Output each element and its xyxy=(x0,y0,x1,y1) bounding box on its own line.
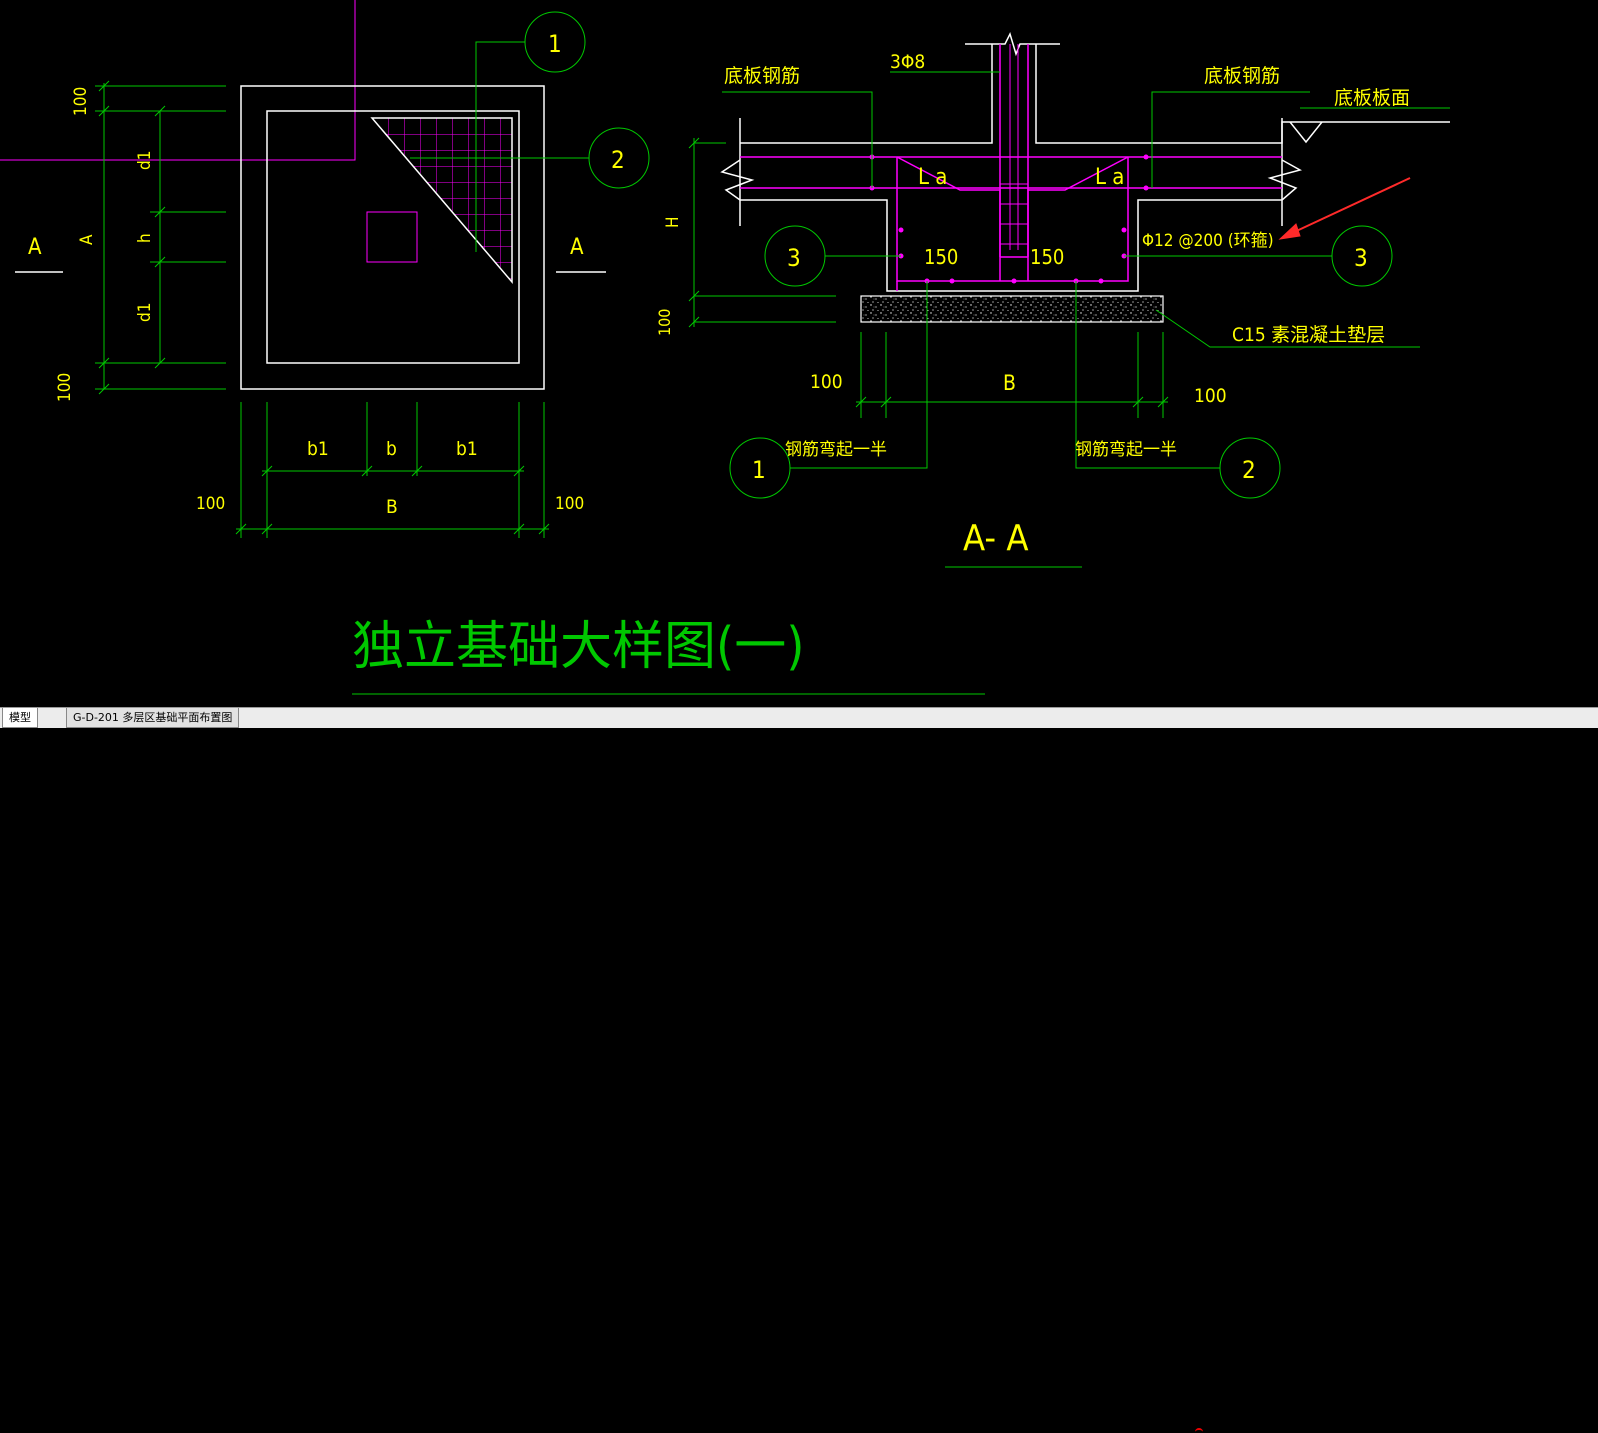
label-slab-top: 底板板面 xyxy=(1334,87,1410,109)
dim-100-left-section: 100 xyxy=(810,371,843,393)
dim-150-right: 150 xyxy=(1030,245,1064,269)
red-mark xyxy=(1195,1428,1203,1433)
dim-B-plan: B xyxy=(386,496,398,518)
la-right: L a xyxy=(1095,165,1124,190)
dim-b: b xyxy=(386,438,397,460)
callout-2-circle xyxy=(588,127,650,189)
break-line-right xyxy=(1267,159,1302,201)
dim-100-top: 100 xyxy=(71,87,91,116)
dim-A: A xyxy=(77,234,97,245)
dim-h: h xyxy=(135,233,155,243)
footing-section-outline xyxy=(740,199,1282,292)
break-line-left xyxy=(720,159,755,201)
la-left: L a xyxy=(918,165,947,190)
slab-top-left xyxy=(740,44,993,144)
rebar-section-dots xyxy=(869,154,1149,284)
plan-horizontal-dimensions xyxy=(235,402,550,538)
dim-100-left-plan: 100 xyxy=(196,494,225,514)
callout-1-section-circle xyxy=(729,437,791,499)
dim-H: H xyxy=(663,216,683,228)
dim-100-right-plan: 100 xyxy=(555,494,584,514)
column-axis-line xyxy=(0,0,356,161)
callout-3-left-circle xyxy=(764,225,826,287)
bend-note-left: 钢筋弯起一半 xyxy=(785,440,887,460)
dim-d1-bottom: d1 xyxy=(135,303,155,322)
c15-bedding-layer xyxy=(860,295,1164,323)
column-outline xyxy=(366,211,418,263)
dim-100-bed: 100 xyxy=(655,309,674,336)
label-bottom-rebar-left: 底板钢筋 xyxy=(724,65,800,87)
bend-note-right: 钢筋弯起一半 xyxy=(1075,440,1177,460)
label-column-rebar: 3Φ8 xyxy=(890,51,925,73)
stirrup-note: Φ12 @200 (环箍) xyxy=(1142,231,1274,251)
callout-3-left-number: 3 xyxy=(787,244,801,272)
rebar-mesh-region xyxy=(370,117,513,285)
plan-vertical-dimensions xyxy=(95,80,226,395)
callout-3-right-number: 3 xyxy=(1354,244,1368,272)
dim-b1-right: b1 xyxy=(456,438,478,460)
footing-inner-outline xyxy=(266,110,520,364)
callout-3-right-circle xyxy=(1331,225,1393,287)
section-label-left: A xyxy=(28,235,42,260)
red-annotation-arrow xyxy=(1278,177,1411,240)
bedding-note: C15 素混凝土垫层 xyxy=(1232,324,1385,346)
tab-model[interactable]: 模型 xyxy=(2,708,38,728)
slab-surface-symbol xyxy=(1289,121,1323,144)
section-title: A- A xyxy=(963,518,1028,559)
section-label-right: A xyxy=(570,235,584,260)
dim-B-section: B xyxy=(1003,371,1016,395)
layout-tab-bar: 模型 G-D-201 多层区基础平面布置图 xyxy=(0,707,1598,1430)
callout-1-section-number: 1 xyxy=(752,456,766,484)
dim-150-left: 150 xyxy=(924,245,958,269)
callout-2-section-number: 2 xyxy=(1242,456,1256,484)
dim-100-bottom: 100 xyxy=(55,373,75,402)
la-bar-left xyxy=(896,156,1001,257)
dim-100-right-section: 100 xyxy=(1194,385,1227,407)
tab-layout-g-d-201[interactable]: G-D-201 多层区基础平面布置图 xyxy=(66,708,240,728)
label-bottom-rebar-right: 底板钢筋 xyxy=(1204,65,1280,87)
dim-d1-top: d1 xyxy=(135,151,155,170)
drawing-title: 独立基础大样图(一) xyxy=(352,617,805,677)
dim-b1-left: b1 xyxy=(307,438,329,460)
column-break-top xyxy=(965,31,1060,57)
callout-2-section-circle xyxy=(1219,437,1281,499)
footing-outer-outline xyxy=(240,85,545,390)
callout-1-leader xyxy=(475,41,525,252)
callout-2-number: 2 xyxy=(611,146,625,174)
cad-drawing-canvas[interactable]: 100 d1 h d1 100 A b1 b b1 B 100 100 A A … xyxy=(0,0,1598,707)
section-view: 底板钢筋 3Φ8 底板钢筋 底板板面 L a L a H 150 150 Φ12… xyxy=(352,31,1450,695)
callout-1-circle xyxy=(524,11,586,73)
callout-1-number: 1 xyxy=(548,30,562,58)
plan-view: 100 d1 h d1 100 A b1 b b1 B 100 100 A A … xyxy=(0,0,650,538)
